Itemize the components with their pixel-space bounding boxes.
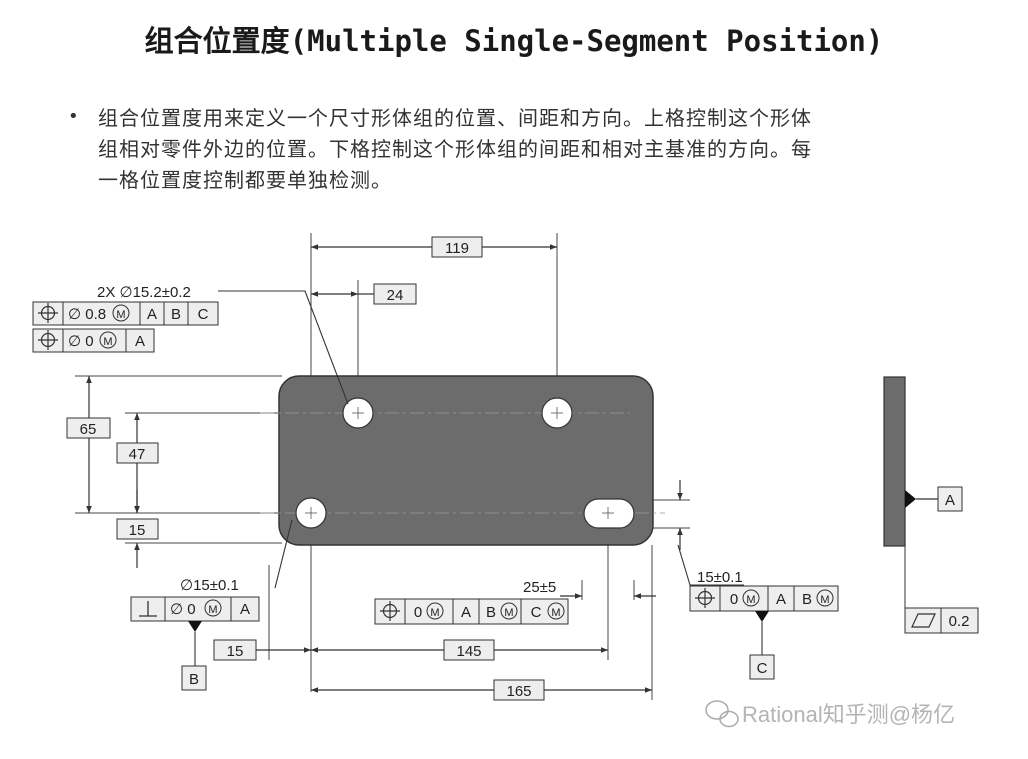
dim-165: 165 — [506, 683, 531, 700]
datum-labels: B C A — [181, 486, 963, 691]
mmc-icon — [426, 602, 444, 620]
svg-text:A: A — [776, 591, 786, 608]
svg-text:0: 0 — [730, 591, 738, 608]
svg-text:∅ 0: ∅ 0 — [170, 601, 196, 618]
slot — [583, 498, 635, 529]
fcf-slot-position: 0 M A B M C M — [374, 598, 569, 625]
slot-width-callout: 15±0.1 — [697, 569, 743, 586]
svg-text:M: M — [103, 336, 112, 348]
datum-a: A — [945, 492, 955, 509]
svg-text:0: 0 — [414, 604, 422, 621]
position-symbol-icon — [695, 588, 715, 608]
fcf-perpendicularity: ∅ 0 M A — [130, 596, 260, 666]
position-symbol-icon — [380, 601, 400, 621]
position-symbol-icon — [38, 303, 58, 350]
svg-text:∅ 0: ∅ 0 — [68, 333, 94, 350]
part-side-view — [883, 376, 938, 608]
fcf-slot-width: 0 M A B M — [689, 585, 839, 655]
mmc-icon — [204, 599, 222, 617]
svg-text:B: B — [486, 604, 496, 621]
svg-text:M: M — [116, 309, 125, 321]
svg-text:C: C — [531, 604, 542, 621]
single-hole-callout: ∅15±0.1 — [180, 577, 239, 594]
mmc-icon — [742, 589, 760, 607]
fcf-flatness: 0.2 — [904, 607, 979, 634]
mmc-icon — [99, 331, 117, 349]
svg-text:B: B — [802, 591, 812, 608]
dimension-boxes — [66, 236, 545, 701]
svg-text:Rational知乎测@杨亿: Rational知乎测@杨亿 — [742, 702, 955, 727]
dim-15-left: 15 — [129, 522, 146, 539]
perpendicular-symbol-icon — [139, 601, 157, 617]
mmc-icon — [547, 602, 565, 620]
title-cn: 组合位置度 — [144, 24, 290, 58]
svg-text:A: A — [147, 306, 157, 323]
description: 组合位置度用来定义一个尺寸形体组的位置、间距和方向。上格控制这个形体 组相对零件… — [98, 103, 948, 196]
svg-text:M: M — [746, 594, 755, 606]
bullet-dot: • — [68, 106, 79, 127]
leader-lines — [218, 290, 744, 589]
dim-24: 24 — [387, 287, 404, 304]
mmc-icon — [816, 589, 834, 607]
svg-text:M: M — [430, 607, 439, 619]
svg-text:A: A — [461, 604, 471, 621]
slot-length-callout: 25±5 — [523, 579, 556, 596]
svg-text:B: B — [171, 306, 181, 323]
dim-145: 145 — [456, 643, 481, 660]
dim-119: 119 — [445, 240, 469, 257]
wechat-icon — [705, 700, 739, 728]
callout-texts: 2X ∅15.2±0.2 ∅15±0.1 25±5 15±0.1 — [97, 284, 743, 596]
svg-text:M: M — [504, 607, 513, 619]
mmc-icon — [112, 304, 130, 322]
svg-text:0.2: 0.2 — [949, 613, 970, 630]
svg-text:M: M — [551, 607, 560, 619]
dimension-texts: 119 24 65 47 15 15 145 165 — [80, 240, 532, 700]
description-line: 组合位置度用来定义一个尺寸形体组的位置、间距和方向。上格控制这个形体 — [98, 106, 812, 130]
svg-text:C: C — [198, 306, 209, 323]
svg-text:M: M — [208, 604, 217, 616]
description-line: 组相对零件外边的位置。下格控制这个形体组的间距和相对主基准的方向。每 — [98, 137, 812, 161]
dim-47: 47 — [129, 446, 146, 463]
dim-15-bottom: 15 — [227, 643, 244, 660]
title-en: (Multiple Single-Segment Position) — [289, 24, 884, 58]
flatness-symbol-icon — [911, 613, 936, 628]
svg-text:A: A — [240, 601, 250, 618]
datum-b: B — [189, 671, 199, 688]
description-line: 一格位置度控制都要单独检测。 — [98, 168, 392, 192]
watermark: Rational知乎测@杨亿 — [705, 700, 955, 728]
page-title: 组合位置度(Multiple Single-Segment Position) — [0, 18, 1028, 60]
part-top-view — [260, 375, 665, 546]
svg-text:A: A — [135, 333, 145, 350]
mmc-icon — [500, 602, 518, 620]
dim-65: 65 — [80, 421, 97, 438]
svg-text:M: M — [820, 594, 829, 606]
hole-pattern-callout: 2X ∅15.2±0.2 — [97, 284, 191, 301]
svg-text:∅ 0.8: ∅ 0.8 — [68, 306, 106, 323]
fcf-top: ∅ 0.8 M A B C ∅ 0 M A — [32, 301, 219, 353]
datum-c: C — [757, 660, 768, 677]
